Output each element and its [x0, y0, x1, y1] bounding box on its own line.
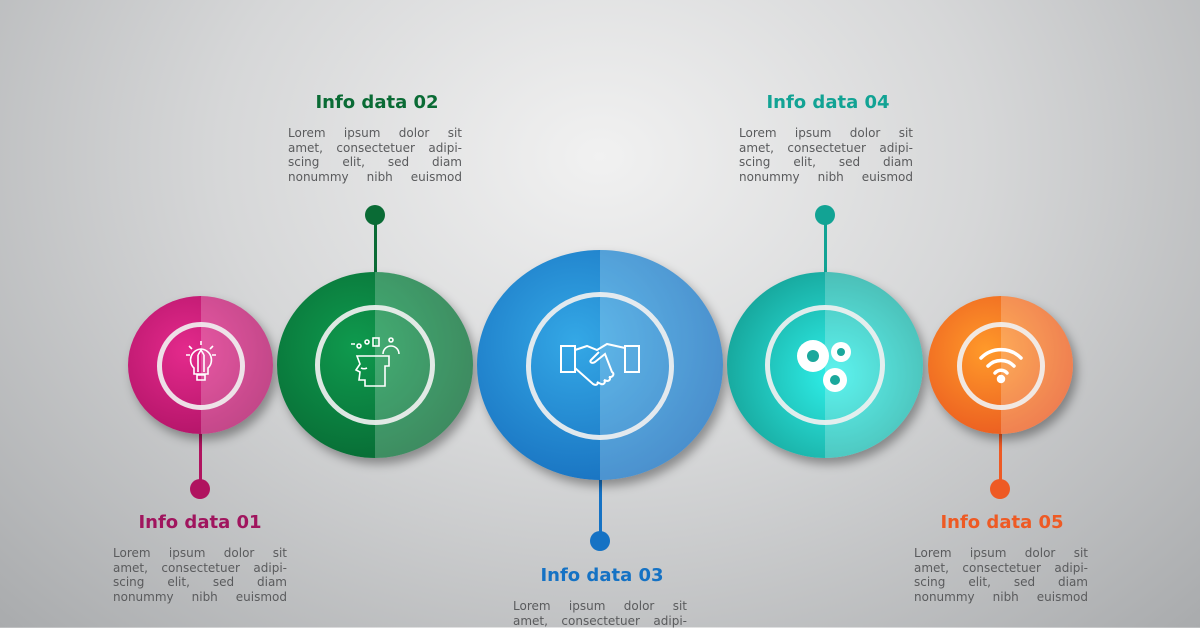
marker-dot-02 [365, 205, 385, 225]
circle-03 [477, 250, 723, 480]
circle-05 [928, 296, 1073, 434]
connector-03 [599, 470, 602, 542]
lightbulb-pencil-icon [186, 341, 216, 381]
connector-05 [999, 420, 1002, 490]
marker-dot-03 [590, 531, 610, 551]
circle-01 [128, 296, 273, 434]
connector-01 [199, 420, 202, 490]
head-ideas-icon [351, 337, 400, 387]
title-01: Info data 01 [138, 512, 262, 533]
title-04: Info data 04 [766, 92, 890, 113]
circle-04 [727, 272, 923, 458]
handshake-icon [560, 342, 640, 386]
title-02: Info data 02 [315, 92, 439, 113]
circle-02 [277, 272, 473, 458]
wifi-icon [979, 347, 1023, 384]
title-05: Info data 05 [940, 512, 1064, 533]
connector-02 [374, 215, 377, 275]
connector-04 [824, 215, 827, 275]
marker-dot-01 [190, 479, 210, 499]
title-03: Info data 03 [540, 565, 664, 586]
marker-dot-05 [990, 479, 1010, 499]
gears-icon [797, 340, 851, 392]
marker-dot-04 [815, 205, 835, 225]
